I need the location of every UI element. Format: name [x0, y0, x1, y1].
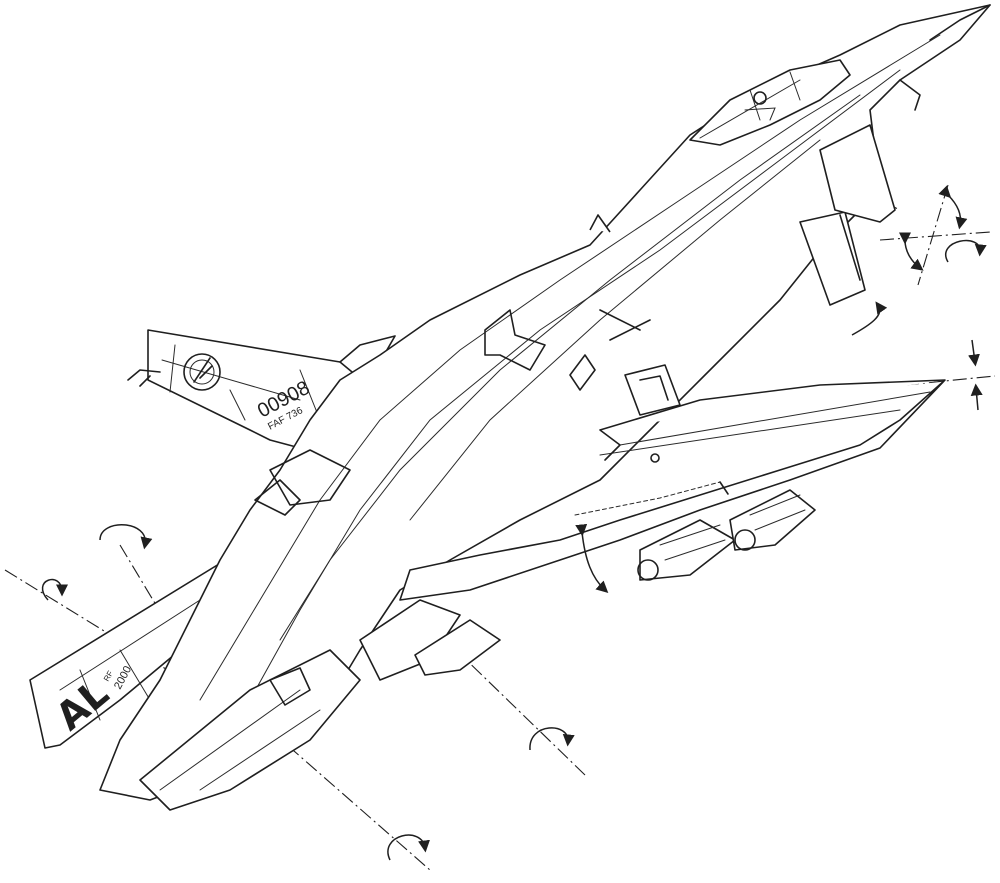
canopy — [689, 59, 851, 146]
rotation-arrow-4 — [529, 727, 575, 751]
angle-arrow-wingtip — [968, 339, 983, 411]
rotation-arrow-5 — [945, 239, 987, 263]
angle-arrows — [575, 185, 983, 594]
engine-nacelles — [139, 599, 501, 811]
rotation-arrow-3 — [387, 834, 430, 861]
underwing-stores — [637, 489, 816, 581]
rotation-arrows — [41, 239, 987, 861]
rotation-arrow-2 — [99, 524, 153, 550]
fin-insignia — [183, 353, 221, 391]
rotation-arrow-1 — [41, 578, 68, 601]
rotation-arrow-6 — [851, 301, 888, 336]
fuselage — [99, 4, 991, 801]
angle-arrow-flap — [575, 523, 609, 594]
angle-arrow-canard — [898, 185, 968, 271]
main-wing — [399, 364, 946, 601]
